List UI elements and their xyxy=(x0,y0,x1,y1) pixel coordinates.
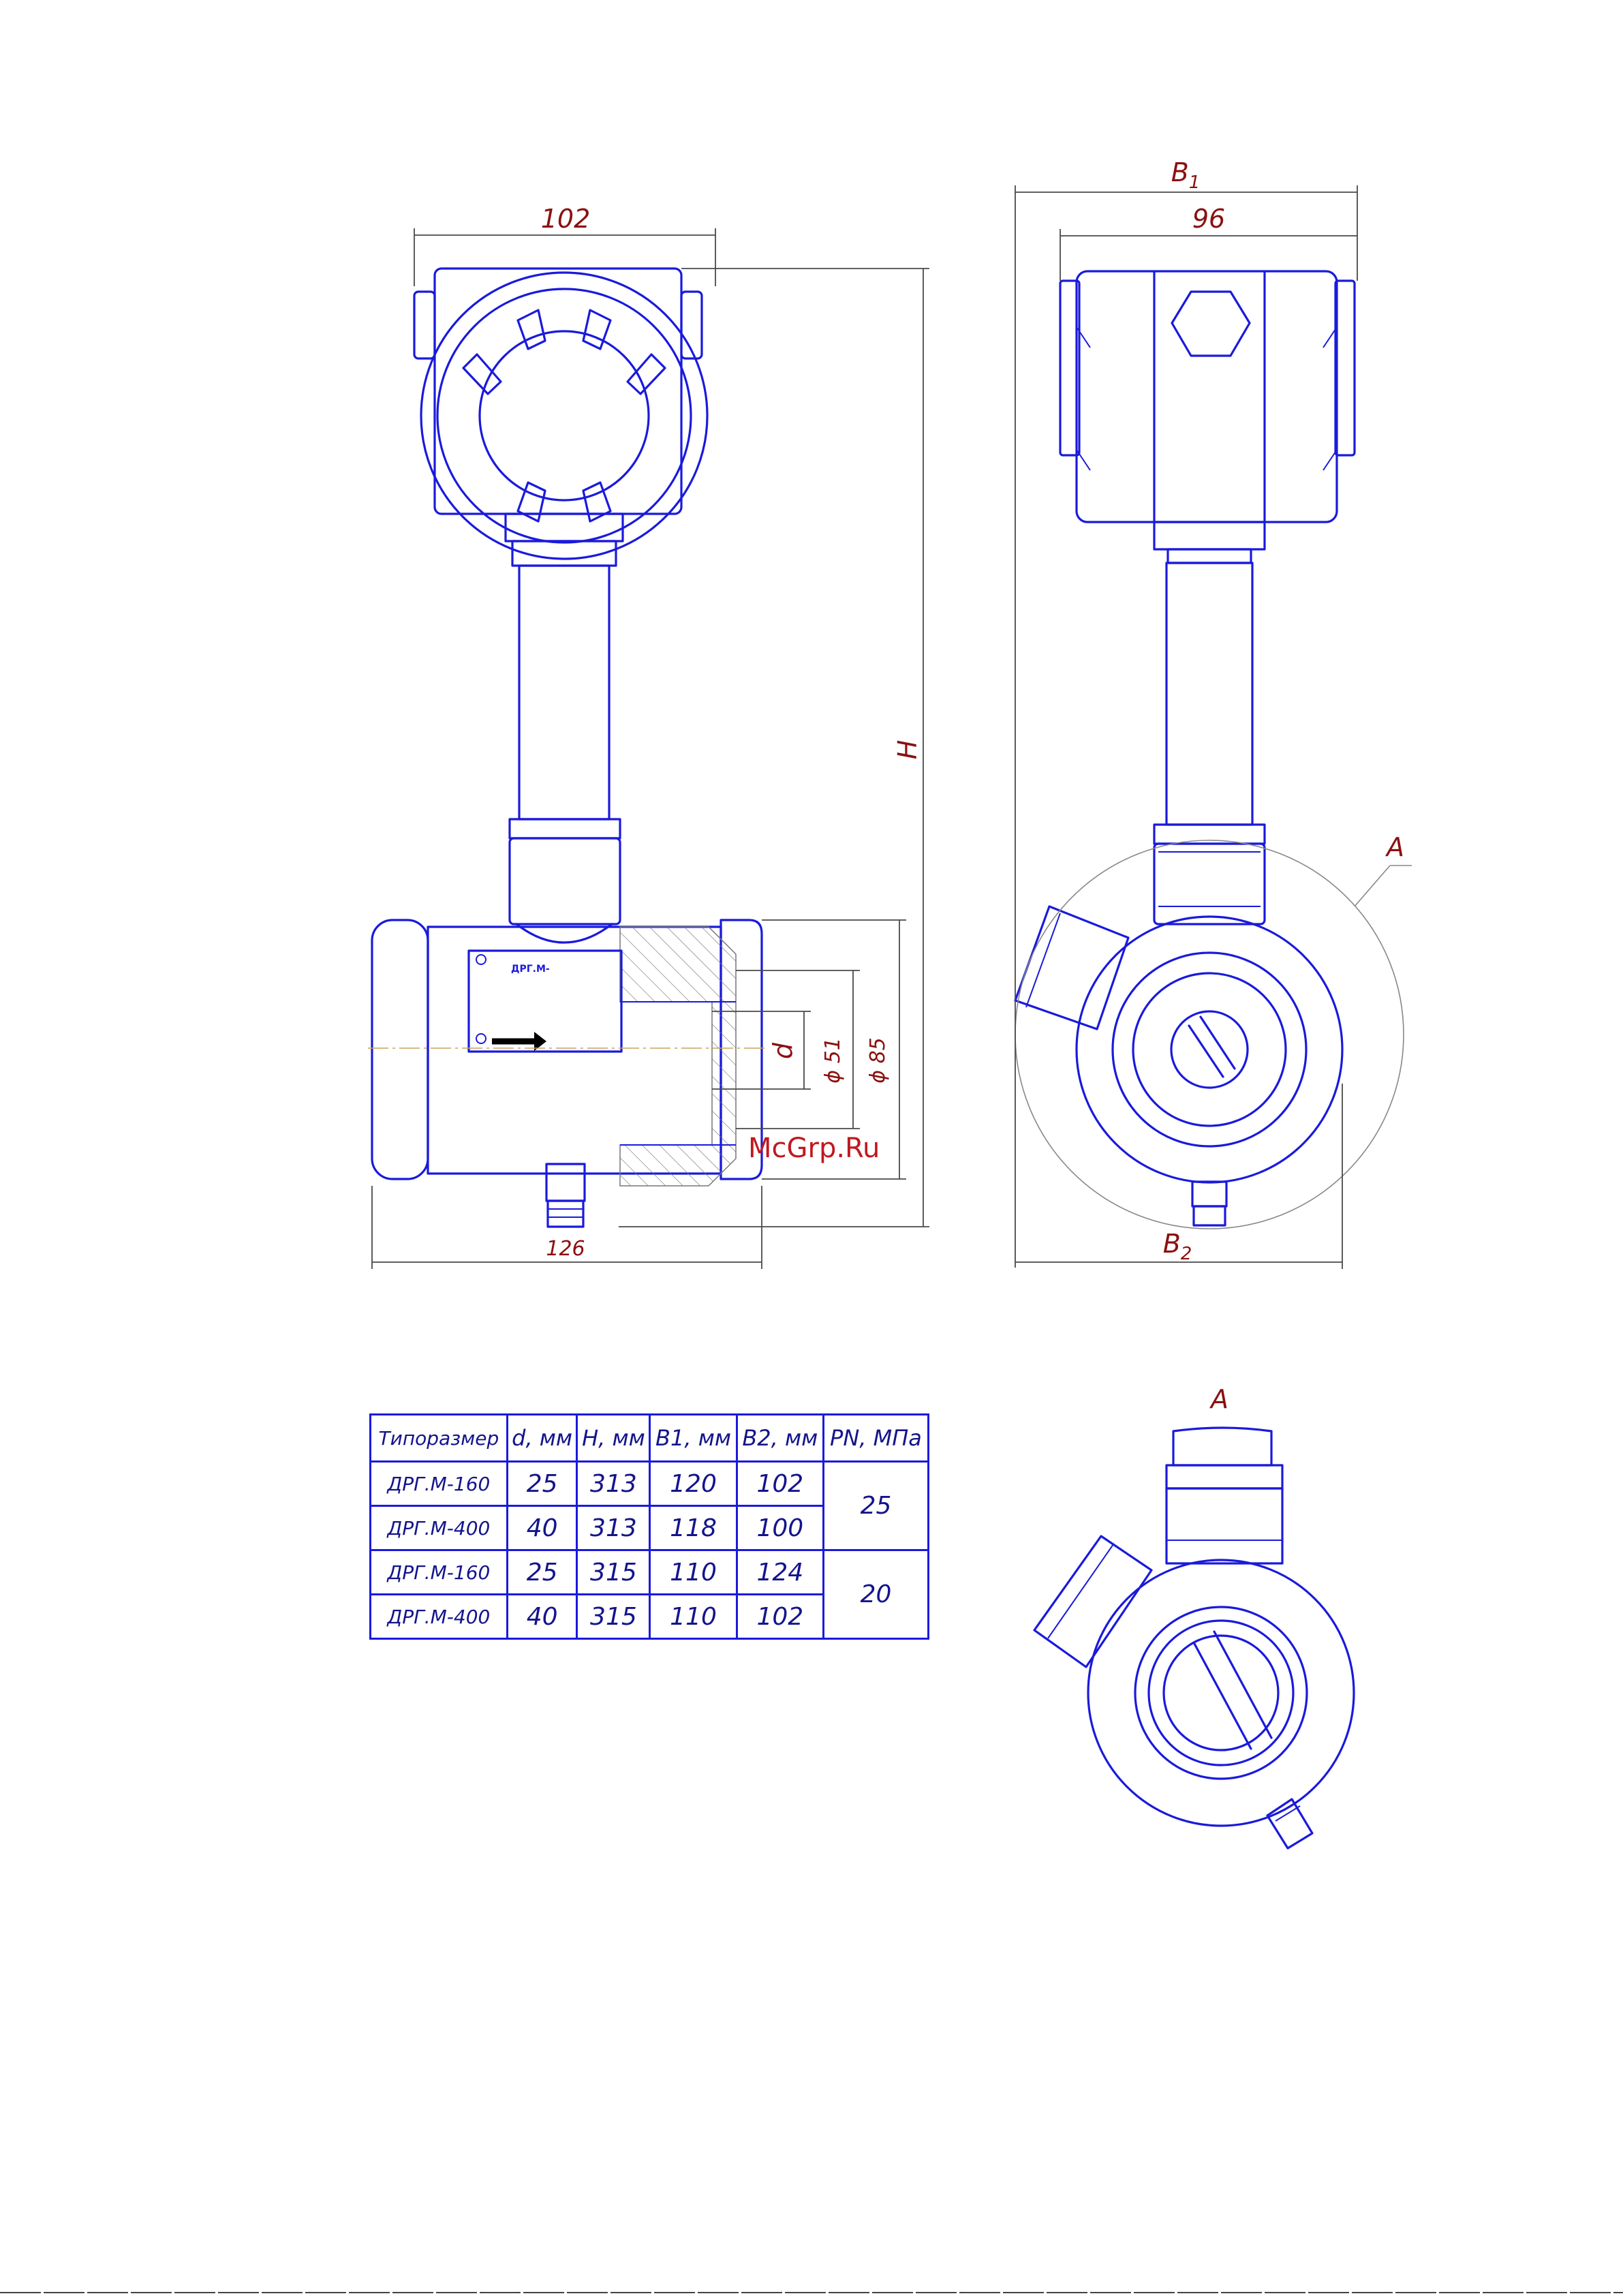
cell-pn-group-2: 20 xyxy=(823,1550,928,1639)
view-a: A xyxy=(1034,1384,1354,1848)
front-view: ДРГ.М- xyxy=(368,269,766,1227)
cell-size: ДРГ.М-160 xyxy=(371,1550,508,1595)
dim-b1-label: B1 xyxy=(1171,157,1201,193)
header-pn: PN, МПа xyxy=(823,1415,928,1462)
cell-b1: 118 xyxy=(650,1506,737,1550)
dim-96-label: 96 xyxy=(1192,204,1225,234)
table-row: ДРГ.М-160 25 313 120 102 25 xyxy=(371,1462,929,1506)
cell-b1: 110 xyxy=(650,1550,737,1595)
dim-b2-label: B2 xyxy=(1163,1229,1192,1264)
view-a-title: A xyxy=(1209,1384,1228,1414)
cell-h: 315 xyxy=(577,1595,650,1639)
cell-d: 25 xyxy=(507,1550,577,1595)
dim-b2-letter: B xyxy=(1163,1229,1181,1259)
cell-b1: 120 xyxy=(650,1462,737,1506)
cell-d: 40 xyxy=(507,1506,577,1550)
cell-size: ДРГ.М-400 xyxy=(371,1506,508,1550)
dim-b2-sub: 2 xyxy=(1181,1244,1192,1264)
cell-d: 40 xyxy=(507,1595,577,1639)
dim-126-label: 126 xyxy=(546,1237,585,1261)
dim-h-label: H xyxy=(893,740,923,760)
table-header-row: Типоразмер d, мм H, мм B1, мм B2, мм PN,… xyxy=(371,1415,929,1462)
header-d: d, мм xyxy=(507,1415,577,1462)
dim-102-label: 102 xyxy=(541,204,591,234)
cell-b1: 110 xyxy=(650,1595,737,1639)
dim-b1-letter: B xyxy=(1171,157,1189,187)
dim-dia85-label: ϕ 85 xyxy=(866,1037,890,1084)
header-size: Типоразмер xyxy=(371,1415,508,1462)
side-dimensions: B1 96 B2 xyxy=(1015,157,1357,1269)
watermark: McGrp.Ru xyxy=(748,1133,880,1164)
table-row: ДРГ.М-160 25 315 110 124 20 xyxy=(371,1550,929,1595)
dim-dia51-label: ϕ 51 xyxy=(821,1037,845,1084)
header-b1: B1, мм xyxy=(650,1415,737,1462)
cell-h: 315 xyxy=(577,1550,650,1595)
cell-h: 313 xyxy=(577,1506,650,1550)
spec-table: Типоразмер d, мм H, мм B1, мм B2, мм PN,… xyxy=(369,1413,929,1640)
nameplate-label: ДРГ.М- xyxy=(511,964,550,975)
cell-b2: 102 xyxy=(737,1462,823,1506)
cell-size: ДРГ.М-400 xyxy=(371,1595,508,1639)
cell-h: 313 xyxy=(577,1462,650,1506)
side-view: A xyxy=(1015,271,1412,1229)
front-dimensions: 102 H ϕ 85 ϕ 51 d 126 xyxy=(372,204,929,1269)
cell-size: ДРГ.М-160 xyxy=(371,1462,508,1506)
dim-b1-sub: 1 xyxy=(1189,172,1201,193)
header-b2: B2, мм xyxy=(737,1415,823,1462)
cell-b2: 124 xyxy=(737,1550,823,1595)
cell-b2: 102 xyxy=(737,1595,823,1639)
view-a-marker: A xyxy=(1385,832,1404,862)
cell-pn-group-1: 25 xyxy=(823,1462,928,1550)
cell-d: 25 xyxy=(507,1462,577,1506)
header-h: H, мм xyxy=(577,1415,650,1462)
cell-b2: 100 xyxy=(737,1506,823,1550)
dim-d-label: d xyxy=(768,1042,798,1059)
